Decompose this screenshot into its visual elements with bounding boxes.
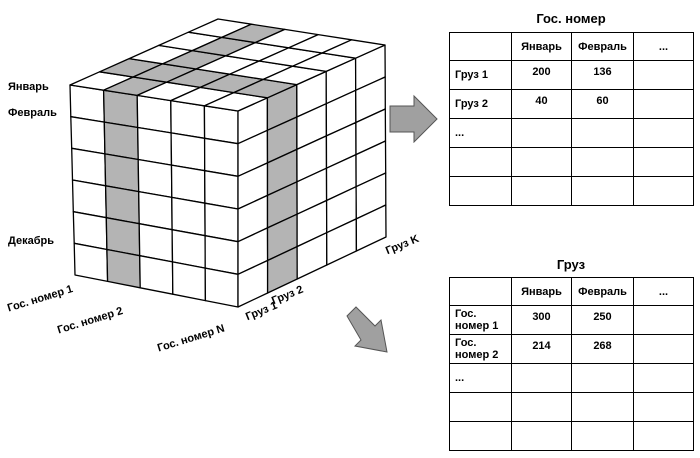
table-row-label: ... <box>449 118 512 148</box>
table-cell: 136 <box>571 60 634 90</box>
table-row: ... <box>449 363 694 393</box>
table-row-label <box>449 421 512 451</box>
table-header-cell: Февраль <box>571 32 634 61</box>
table-cell <box>633 363 694 393</box>
table-cell <box>633 89 694 119</box>
table-row-label: Груз 2 <box>449 89 512 119</box>
cube-front-cell <box>203 105 239 145</box>
cube-front-cell <box>137 158 173 199</box>
month-label-february: Февраль <box>8 107 57 119</box>
table-cell <box>571 392 634 422</box>
table-header-cell <box>449 277 512 306</box>
table-cell <box>511 363 572 393</box>
cube-front-cell <box>204 267 239 308</box>
cube-front-cell <box>69 84 105 123</box>
cube-front-cell <box>73 242 109 283</box>
cube-front-cell <box>170 164 206 204</box>
table-cell: 250 <box>571 305 634 335</box>
table-header-cell: Январь <box>511 32 572 61</box>
table-cell <box>633 392 694 422</box>
table-row: ... <box>449 118 694 148</box>
table-cell <box>633 60 694 90</box>
table-row-label: Груз 1 <box>449 60 512 90</box>
table-cell <box>633 147 694 177</box>
cube-front-cell <box>170 99 206 139</box>
cube-front-cell <box>103 121 139 161</box>
table-row-label: ... <box>449 363 512 393</box>
table-cell <box>511 147 572 177</box>
table-header-cell <box>449 32 512 61</box>
table-row <box>449 147 694 177</box>
table-cell: 60 <box>571 89 634 119</box>
table-cell <box>633 305 694 335</box>
table-cell <box>571 147 634 177</box>
table-cell <box>633 334 694 364</box>
cube-front-cell <box>203 137 239 177</box>
table-row-label: Гос. номер 2 <box>449 334 512 364</box>
table-cell <box>511 392 572 422</box>
table-row-label <box>449 392 512 422</box>
table-cell <box>571 176 634 206</box>
table-cell <box>633 118 694 148</box>
table-bottom-title: Груз <box>556 257 586 272</box>
arrow-right-icon <box>389 94 438 143</box>
table-cell: 40 <box>511 89 572 119</box>
table-header-cell: Февраль <box>571 277 634 306</box>
cube-front-cell <box>204 170 239 210</box>
table-cell: 268 <box>571 334 634 364</box>
cube-side-cell <box>355 204 387 252</box>
cube-front-cell <box>106 248 141 289</box>
table-row-label <box>449 176 512 206</box>
table-top-title: Гос. номер <box>536 11 606 26</box>
table-cell <box>511 176 572 206</box>
table-cell: 300 <box>511 305 572 335</box>
cube-front-cell <box>136 94 172 134</box>
table-row <box>449 421 694 451</box>
arrow-down-right-icon <box>346 306 388 353</box>
cube-front-cell <box>170 132 206 172</box>
table-cell <box>511 421 572 451</box>
table-header-cell: ... <box>633 32 694 61</box>
cube-front-cell <box>139 255 174 295</box>
cube-front-cell <box>102 89 139 129</box>
cube-front-cell <box>70 116 106 155</box>
month-label-january: Январь <box>8 81 49 93</box>
table-row <box>449 176 694 206</box>
table-cell: 200 <box>511 60 572 90</box>
month-label-december: Декабрь <box>8 235 54 247</box>
table-header-cell: ... <box>633 277 694 306</box>
table-cell: 214 <box>511 334 572 364</box>
table-row <box>449 392 694 422</box>
table-cell <box>633 176 694 206</box>
cube-top-cell <box>321 39 386 59</box>
table-cell <box>571 363 634 393</box>
table-cell <box>511 118 572 148</box>
data-cube <box>69 18 387 308</box>
cube-front-cell <box>137 126 173 166</box>
cube-front-cell <box>171 261 207 302</box>
table-row-label: Гос. номер 1 <box>449 305 512 335</box>
table-row-label <box>449 147 512 177</box>
table-cell <box>571 118 634 148</box>
table-header-cell: Январь <box>511 277 572 306</box>
table-cell <box>571 421 634 451</box>
table-cell <box>633 421 694 451</box>
